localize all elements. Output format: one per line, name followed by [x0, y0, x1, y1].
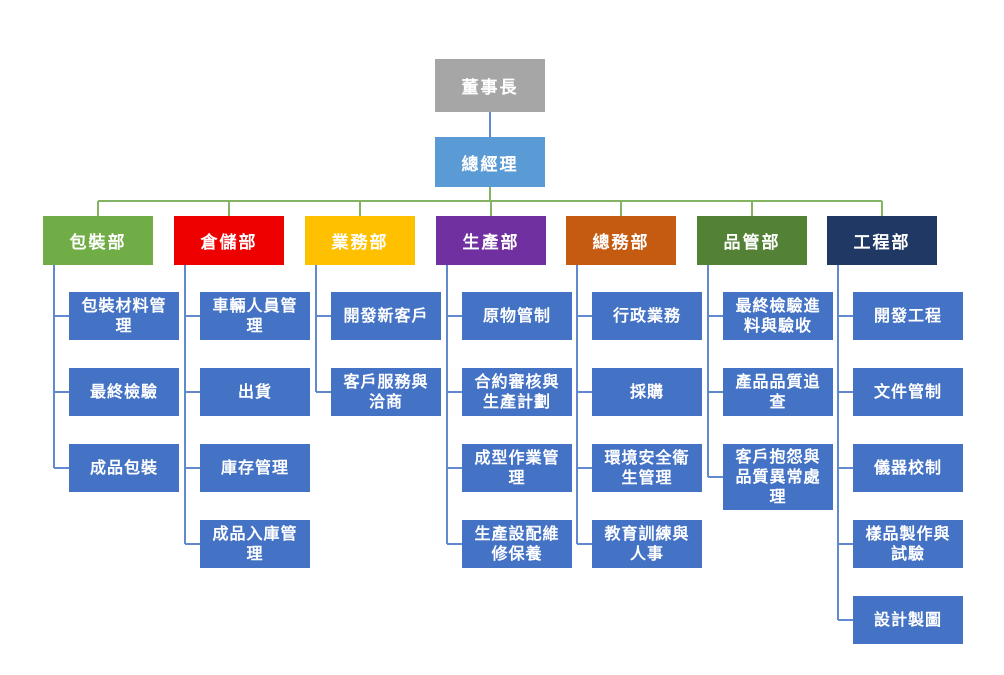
- node-chairman: 董事長: [435, 59, 545, 112]
- node-function: 原物管制: [462, 292, 572, 340]
- connector-line: [316, 391, 331, 393]
- connector-line: [54, 315, 69, 317]
- connector-line: [620, 201, 622, 216]
- connector-line: [837, 265, 839, 620]
- connector-line: [838, 315, 853, 317]
- node-function: 儀器校制: [853, 444, 963, 492]
- node-function: 產品品質追查: [723, 368, 833, 416]
- connector-line: [447, 467, 462, 469]
- connector-line: [577, 543, 592, 545]
- node-function: 客戶服務與洽商: [331, 368, 441, 416]
- connector-line: [489, 112, 491, 137]
- connector-line: [838, 619, 853, 621]
- node-function: 客戶抱怨與品質異常處理: [723, 444, 833, 510]
- connector-line: [185, 543, 200, 545]
- connector-line: [490, 201, 492, 216]
- connector-line: [184, 265, 186, 544]
- node-function: 最終檢驗進料與驗收: [723, 292, 833, 340]
- connector-line: [447, 391, 462, 393]
- connector-line: [577, 315, 592, 317]
- node-department: 生產部: [436, 216, 546, 265]
- node-function: 生產設配維修保養: [462, 520, 572, 568]
- node-function: 設計製圖: [853, 596, 963, 644]
- connector-line: [708, 391, 723, 393]
- node-function: 合約審核與生產計劃: [462, 368, 572, 416]
- connector-line: [185, 467, 200, 469]
- node-department: 工程部: [827, 216, 937, 265]
- connector-line: [707, 265, 709, 477]
- connector-line: [447, 315, 462, 317]
- node-function: 成型作業管理: [462, 444, 572, 492]
- connector-line: [708, 315, 723, 317]
- connector-line: [447, 543, 462, 545]
- connector-line: [838, 543, 853, 545]
- connector-line: [97, 201, 99, 216]
- connector-line: [185, 391, 200, 393]
- connector-line: [577, 467, 592, 469]
- node-function: 出貨: [200, 368, 310, 416]
- node-department: 品管部: [697, 216, 807, 265]
- connector-line: [576, 265, 578, 544]
- connector-line: [228, 201, 230, 216]
- node-department: 總務部: [566, 216, 676, 265]
- connector-line: [54, 467, 69, 469]
- connector-line: [577, 391, 592, 393]
- connector-line: [54, 391, 69, 393]
- node-function: 成品入庫管理: [200, 520, 310, 568]
- connector-line: [185, 315, 200, 317]
- node-function: 採購: [592, 368, 702, 416]
- node-function: 教育訓練與人事: [592, 520, 702, 568]
- node-general-manager: 總經理: [435, 137, 545, 187]
- node-function: 文件管制: [853, 368, 963, 416]
- node-function: 庫存管理: [200, 444, 310, 492]
- node-department: 包裝部: [43, 216, 153, 265]
- node-department: 倉儲部: [174, 216, 284, 265]
- node-function: 車輛人員管理: [200, 292, 310, 340]
- connector-line: [53, 265, 55, 468]
- node-function: 開發新客戶: [331, 292, 441, 340]
- node-function: 開發工程: [853, 292, 963, 340]
- connector-line: [359, 201, 361, 216]
- connector-line: [446, 265, 448, 544]
- node-function: 包裝材料管理: [69, 292, 179, 340]
- connector-line: [838, 391, 853, 393]
- connector-line: [315, 265, 317, 392]
- node-department: 業務部: [305, 216, 415, 265]
- connector-line: [489, 187, 491, 201]
- node-function: 成品包裝: [69, 444, 179, 492]
- connector-line: [751, 201, 753, 216]
- connector-line: [881, 201, 883, 216]
- node-function: 最終檢驗: [69, 368, 179, 416]
- node-function: 行政業務: [592, 292, 702, 340]
- node-function: 環境安全衛生管理: [592, 444, 702, 492]
- connector-line: [316, 315, 331, 317]
- connector-line: [838, 467, 853, 469]
- connector-line: [708, 476, 723, 478]
- node-function: 樣品製作與試驗: [853, 520, 963, 568]
